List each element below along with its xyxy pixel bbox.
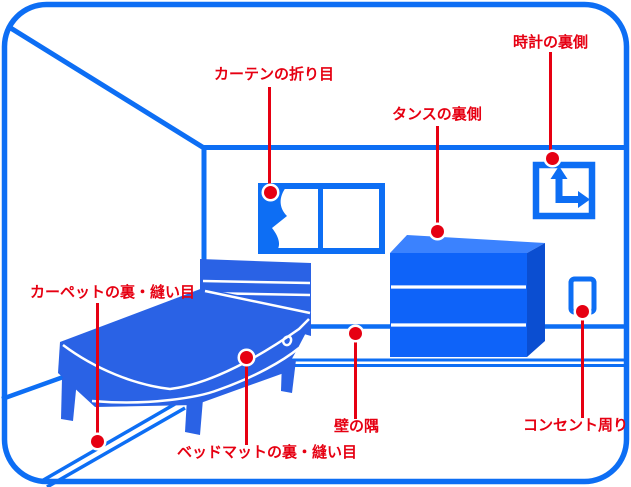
curtain: [261, 186, 287, 251]
wall-clock: [532, 161, 596, 220]
callout-label: コンセント周り: [523, 417, 629, 434]
bed-leg: [185, 398, 203, 435]
callout-label: 壁の隅: [334, 418, 380, 435]
carpet-near-edge: [39, 402, 176, 484]
window: [258, 183, 385, 254]
callout-dot: [263, 185, 277, 199]
bed: [58, 259, 311, 435]
clock-frame: [532, 161, 596, 220]
callout-line: [268, 87, 271, 187]
callout-line: [549, 52, 552, 153]
carpet-near-edge: [46, 406, 186, 487]
callout-label: ベッドマットの裏・縫い目: [177, 444, 358, 461]
callout-line: [580, 315, 584, 418]
callout-label: タンスの裏側: [392, 106, 482, 123]
callout-label: 時計の裏側: [513, 34, 589, 51]
callout-line: [244, 361, 248, 445]
callout-dot: [545, 151, 559, 165]
headboard-slat-line: [202, 279, 311, 285]
callout-dot: [575, 304, 589, 318]
callout-line: [95, 303, 99, 436]
dresser-front: [390, 253, 527, 357]
clock-hands: [550, 166, 590, 208]
dresser-top: [390, 235, 545, 253]
dresser: [390, 235, 545, 357]
callout-dot: [348, 326, 362, 340]
callout-dot: [90, 434, 104, 448]
bed-leg: [61, 378, 77, 421]
mattress-seams: [62, 289, 311, 404]
callout-label: カーペットの裏・縫い目: [30, 284, 196, 301]
callout-line: [435, 126, 439, 226]
dresser-side: [527, 243, 545, 357]
callout-line: [353, 337, 357, 419]
callout-dot: [239, 350, 253, 364]
ceiling-corner-line: [7, 24, 206, 151]
callout-label: カーテンの折り目: [214, 66, 335, 83]
callout-dot: [430, 224, 444, 238]
